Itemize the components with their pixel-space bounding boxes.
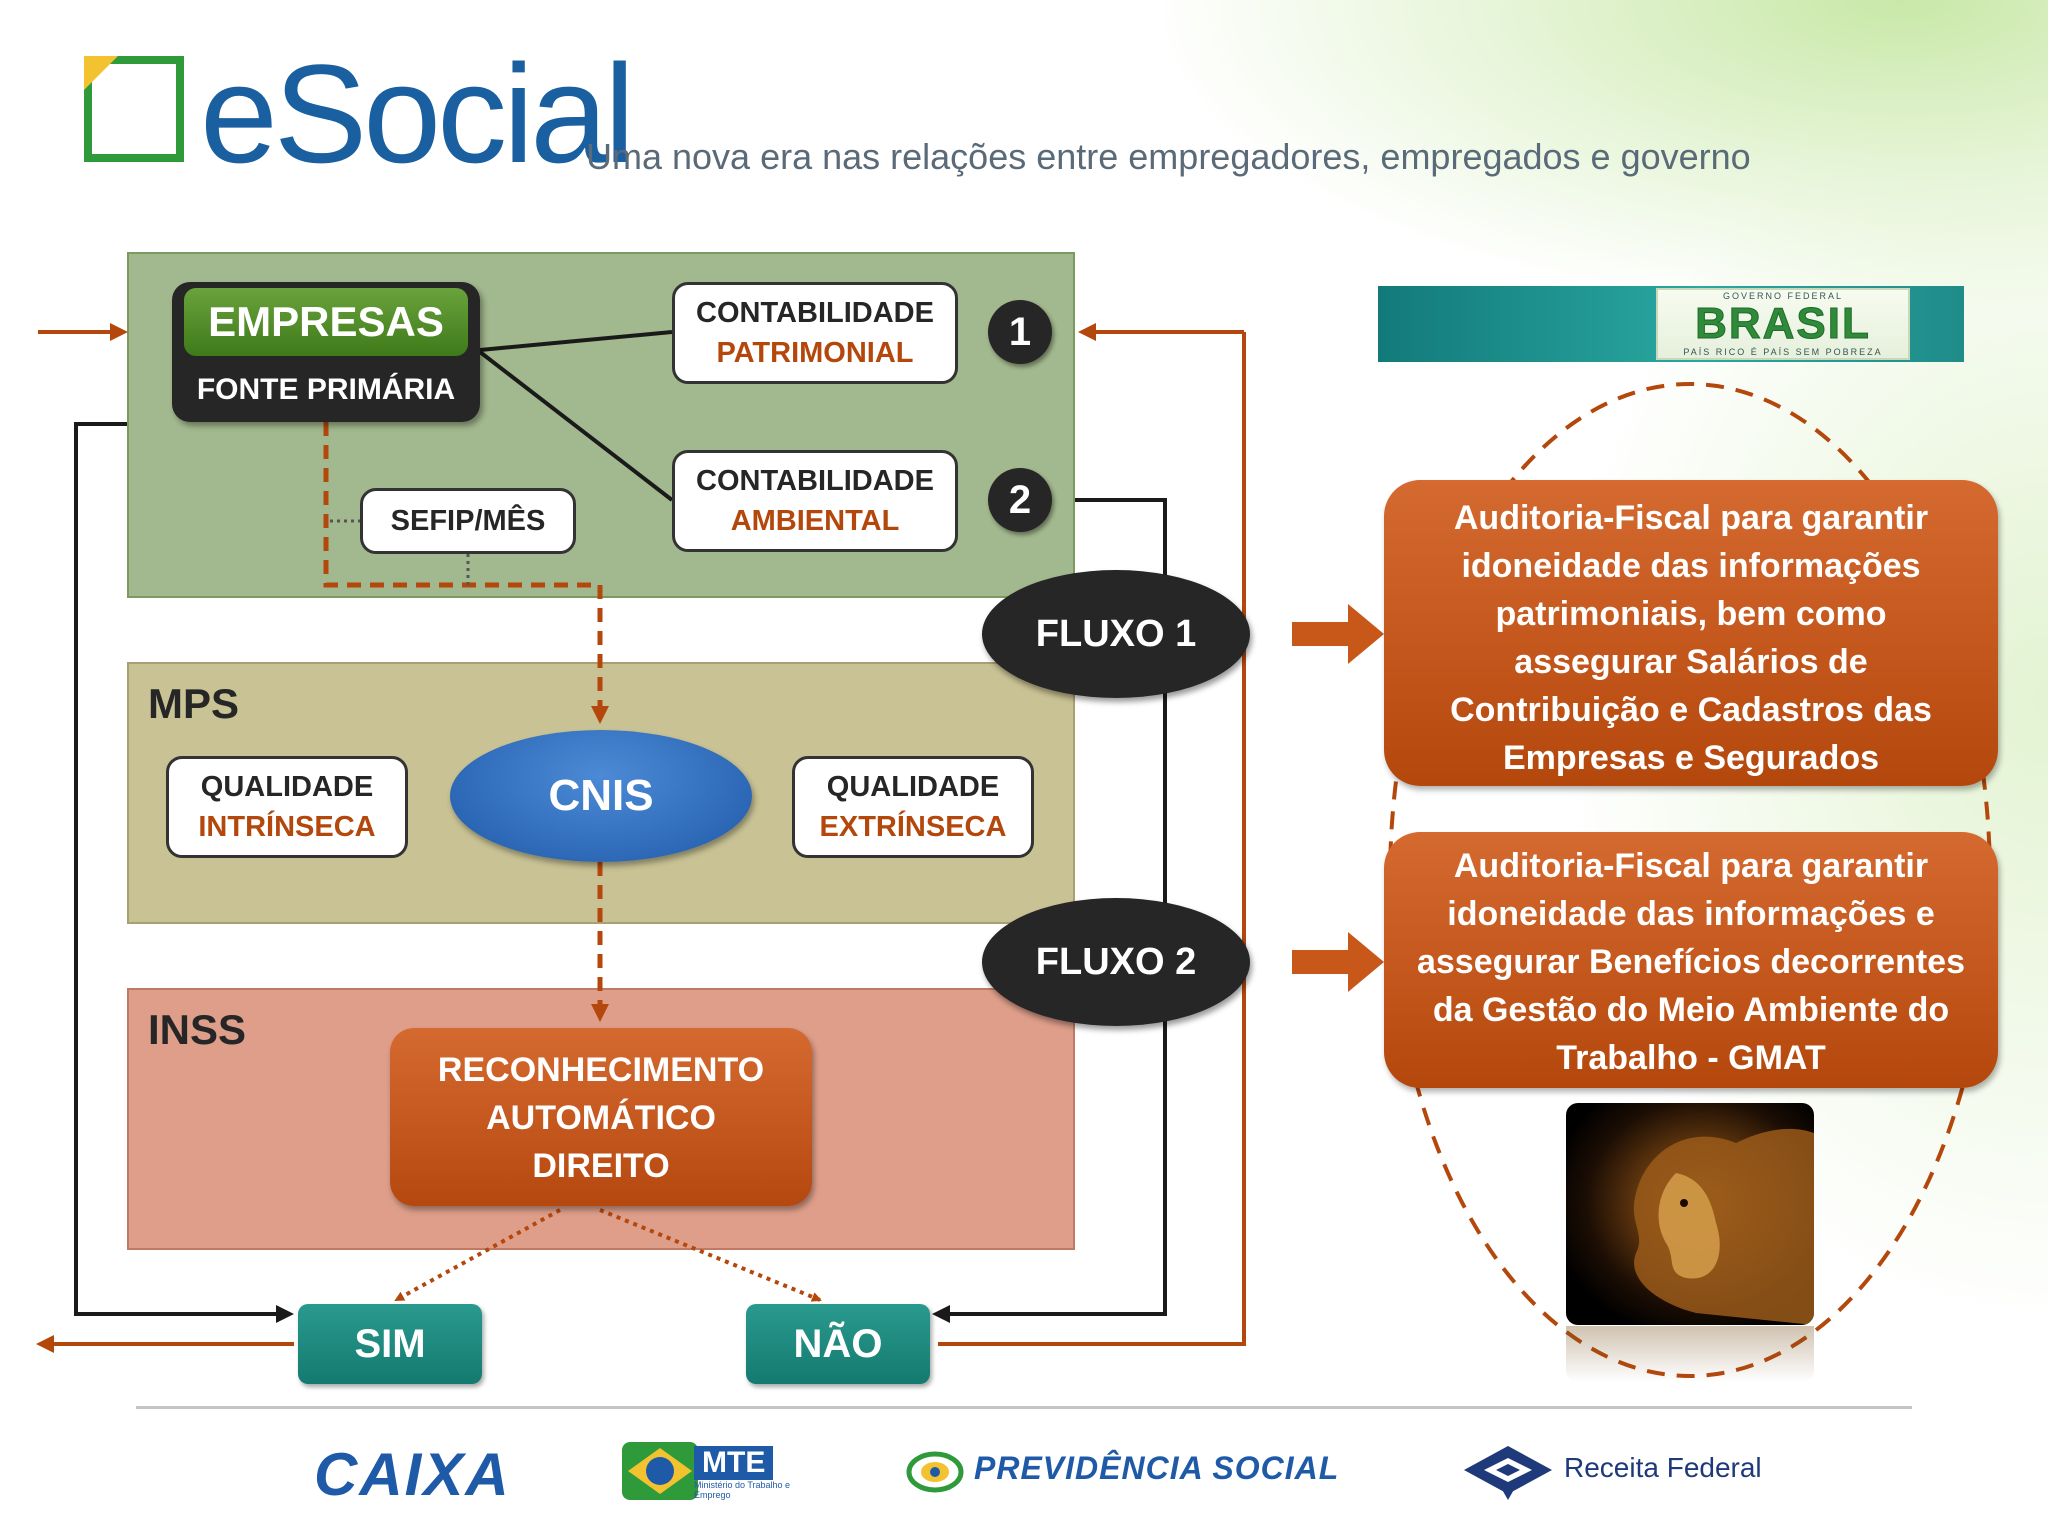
lion-reflection xyxy=(1566,1326,1814,1382)
esocial-logo-fold-icon xyxy=(84,56,118,90)
fluxo-1-ellipse: FLUXO 1 xyxy=(982,570,1250,698)
audit2-line: idoneidade das informações e xyxy=(1447,895,1935,933)
brasil-logo-word: BRASIL xyxy=(1695,299,1871,348)
empresas-subtitle: FONTE PRIMÁRIA xyxy=(196,373,456,406)
sefip-box: SEFIP/MÊS xyxy=(360,488,576,554)
qualidade-intrinseca-box: QUALIDADE INTRÍNSECA xyxy=(166,756,408,858)
qualidade-extrinseca-line1: QUALIDADE xyxy=(826,771,1000,803)
governo-brasil-logo: GOVERNO FEDERAL BRASIL PAÍS RICO É PAÍS … xyxy=(1656,288,1910,360)
qualidade-intrinseca-line2: INTRÍNSECA xyxy=(198,811,376,843)
lion-image xyxy=(1566,1103,1814,1325)
audit1-line: Empresas e Segurados xyxy=(1502,739,1880,777)
sim-box: SIM xyxy=(298,1304,482,1384)
brasil-logo-top: GOVERNO FEDERAL xyxy=(1722,291,1844,301)
brasil-logo-bottom: PAÍS RICO É PAÍS SEM POBREZA xyxy=(1683,347,1883,357)
audit1-line: patrimoniais, bem como xyxy=(1495,595,1887,633)
contabilidade-patrimonial-box: CONTABILIDADE PATRIMONIAL xyxy=(672,282,958,384)
contabilidade-ambiental-line2: AMBIENTAL xyxy=(730,505,900,537)
lion-silhouette-icon xyxy=(1633,1128,1814,1325)
audit1-line: idoneidade das informações xyxy=(1461,547,1921,585)
audit1-line: Contribuição e Cadastros das xyxy=(1450,691,1932,729)
audit2-line: da Gestão do Meio Ambiente do xyxy=(1432,991,1950,1029)
audit1-line: assegurar Salários de xyxy=(1514,643,1868,681)
audit1-line: Auditoria-Fiscal para garantir xyxy=(1453,499,1929,537)
band-label-mps: MPS xyxy=(148,680,240,727)
nao-box: NÃO xyxy=(746,1304,930,1384)
header-tagline: Uma nova era nas relações entre empregad… xyxy=(586,136,1751,177)
esocial-brand: eSocial xyxy=(200,35,635,192)
receita-federal-logo: Receita Federal xyxy=(1564,1452,1762,1483)
caixa-logo: CAIXA xyxy=(314,1441,511,1508)
mte-logo-subtitle: Ministério do Trabalho e Emprego xyxy=(694,1480,791,1500)
qualidade-extrinseca-line2: EXTRÍNSECA xyxy=(819,811,1007,843)
number-badge-1: 1 xyxy=(988,300,1052,364)
reconhecimento-box: RECONHECIMENTO AUTOMÁTICO DIREITO xyxy=(390,1028,812,1206)
reconhecimento-line2: AUTOMÁTICO xyxy=(486,1099,716,1137)
reconhecimento-line1: RECONHECIMENTO xyxy=(437,1051,765,1089)
contabilidade-ambiental-line1: CONTABILIDADE xyxy=(696,465,934,497)
mte-logo-text: MTE xyxy=(694,1446,774,1480)
reconhecimento-line3: DIREITO xyxy=(532,1147,670,1185)
audit2-line: Auditoria-Fiscal para garantir xyxy=(1453,847,1929,885)
audit2-line: assegurar Benefícios decorrentes xyxy=(1416,943,1966,981)
mte-flag-icon xyxy=(622,1442,698,1500)
number-badge-2: 2 xyxy=(988,468,1052,532)
receita-federal-emblem-icon xyxy=(1464,1446,1552,1500)
contabilidade-patrimonial-line2: PATRIMONIAL xyxy=(716,337,914,369)
previdencia-emblem-icon xyxy=(906,1451,964,1493)
esocial-logo-mark xyxy=(84,56,184,162)
empresas-title: EMPRESAS xyxy=(184,288,468,356)
empresas-box: EMPRESAS FONTE PRIMÁRIA xyxy=(172,282,480,422)
qualidade-extrinseca-box: QUALIDADE EXTRÍNSECA xyxy=(792,756,1034,858)
previdencia-logo: PREVIDÊNCIA SOCIAL xyxy=(974,1450,1340,1486)
band-label-inss: INSS xyxy=(148,1006,247,1053)
footer-divider xyxy=(136,1406,1912,1409)
qualidade-intrinseca-line1: QUALIDADE xyxy=(200,771,374,803)
cnis-ellipse: CNIS xyxy=(450,730,752,862)
auditoria-box-1: Auditoria-Fiscal para garantir idoneidad… xyxy=(1384,480,1998,786)
contabilidade-ambiental-box: CONTABILIDADE AMBIENTAL xyxy=(672,450,958,552)
auditoria-box-2: Auditoria-Fiscal para garantir idoneidad… xyxy=(1384,832,1998,1088)
fluxo-2-ellipse: FLUXO 2 xyxy=(982,898,1250,1026)
audit2-line: Trabalho - GMAT xyxy=(1556,1039,1826,1077)
contabilidade-patrimonial-line1: CONTABILIDADE xyxy=(696,297,934,329)
